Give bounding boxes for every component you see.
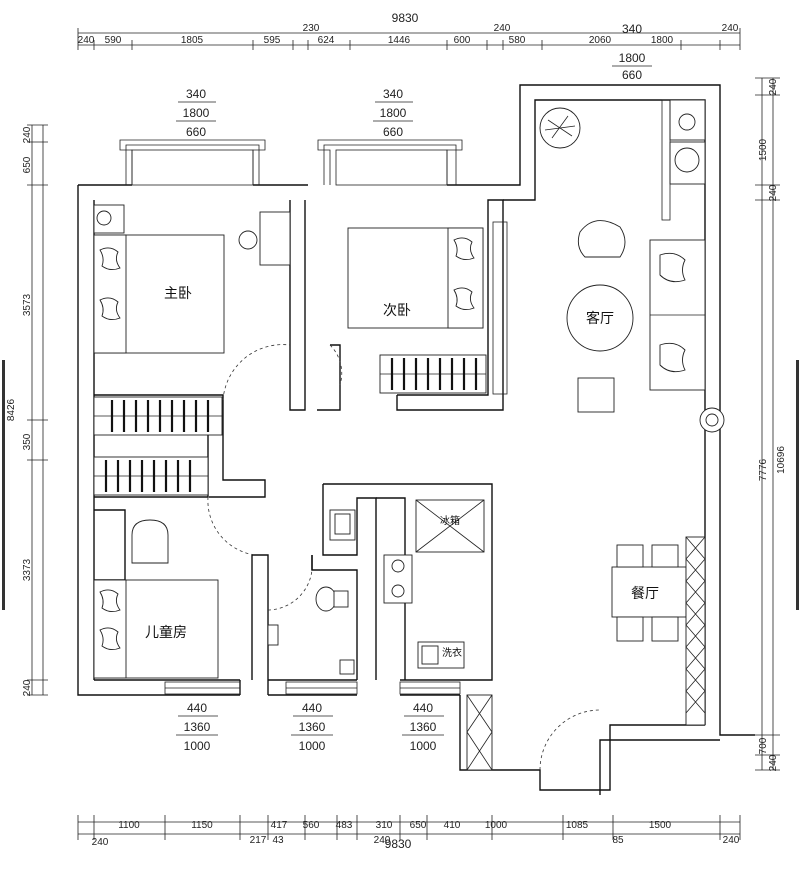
svg-text:1800: 1800 (380, 106, 407, 120)
top-dim-5: 230 (303, 23, 320, 34)
svg-text:240: 240 (723, 835, 740, 846)
living-room: 客厅 (492, 220, 725, 433)
svg-text:1500: 1500 (758, 138, 769, 161)
top-dim-3: 1805 (181, 35, 204, 46)
svg-text:7776: 7776 (758, 458, 769, 481)
outer-walls (77, 84, 755, 795)
top-dim-10: 580 (509, 35, 526, 46)
svg-text:1800: 1800 (183, 106, 210, 120)
master-nightstand (93, 204, 291, 266)
svg-text:3373: 3373 (22, 558, 33, 581)
top-dim-2: 590 (105, 35, 122, 46)
svg-text:660: 660 (383, 125, 403, 139)
side-notes (2, 360, 799, 610)
svg-text:1360: 1360 (184, 720, 211, 734)
bottom-dimension-chain: 1100 1150 417 560 483 310 650 410 1000 1… (77, 815, 741, 851)
svg-text:1000: 1000 (299, 739, 326, 753)
svg-text:240: 240 (768, 78, 779, 95)
top-dim-12: 340 (622, 22, 642, 36)
master-bed: 主卧 (93, 234, 225, 354)
top-window-660: 660 (622, 68, 642, 82)
svg-text:240: 240 (374, 835, 391, 846)
svg-text:410: 410 (444, 820, 461, 831)
room-label-second: 次卧 (383, 303, 411, 319)
bottom-window-dims: 440 1360 1000 440 1360 1000 440 1360 100… (176, 701, 444, 753)
svg-text:43: 43 (272, 835, 284, 846)
room-label-master: 主卧 (164, 286, 192, 302)
svg-text:240: 240 (92, 837, 109, 848)
svg-text:240: 240 (768, 184, 779, 201)
svg-text:1000: 1000 (485, 820, 508, 831)
door-swings (207, 344, 601, 771)
total-width-top: 9830 (392, 11, 419, 25)
fridge-label: 冰箱 (440, 514, 460, 527)
right-total: 10696 (776, 446, 787, 474)
left-total: 8426 (6, 398, 17, 421)
bay-window-second (317, 139, 463, 186)
svg-text:440: 440 (187, 701, 207, 715)
room-label-living: 客厅 (586, 310, 614, 327)
svg-text:660: 660 (186, 125, 206, 139)
top-dim-1: 240 (78, 35, 95, 46)
svg-text:310: 310 (376, 820, 393, 831)
kitchen: 冰箱 洗衣 (383, 499, 485, 669)
room-label-dining: 餐厅 (631, 586, 659, 602)
svg-text:1360: 1360 (410, 720, 437, 734)
svg-text:417: 417 (271, 820, 288, 831)
svg-text:1360: 1360 (299, 720, 326, 734)
svg-text:340: 340 (383, 87, 403, 101)
washer-label: 洗衣 (442, 646, 462, 659)
svg-text:240: 240 (768, 754, 779, 771)
top-dim-14: 240 (722, 23, 739, 34)
top-dim-11: 2060 (589, 35, 612, 46)
room-label-kids: 儿童房 (145, 624, 187, 641)
svg-text:650: 650 (410, 820, 427, 831)
window-dims-second: 340 1800 660 (373, 87, 413, 139)
svg-text:350: 350 (22, 433, 33, 450)
svg-text:240: 240 (22, 679, 33, 696)
svg-text:240: 240 (22, 126, 33, 143)
top-dim-9: 240 (494, 23, 511, 34)
svg-text:340: 340 (186, 87, 206, 101)
top-dim-8: 600 (454, 35, 471, 46)
svg-text:217: 217 (250, 835, 267, 846)
balcony (539, 99, 706, 221)
top-dim-7: 1446 (388, 35, 411, 46)
window-dims-master: 340 1800 660 (176, 87, 216, 139)
svg-text:1500: 1500 (649, 820, 672, 831)
entry-cabinet (466, 694, 493, 771)
bay-window-master (119, 139, 266, 186)
svg-text:700: 700 (758, 737, 769, 754)
top-dimension-chain: 9830 240 590 1805 595 230 624 1446 600 2… (77, 11, 741, 82)
top-dim-13: 1800 (651, 35, 674, 46)
svg-text:440: 440 (413, 701, 433, 715)
svg-text:1000: 1000 (184, 739, 211, 753)
svg-text:1000: 1000 (410, 739, 437, 753)
svg-text:440: 440 (302, 701, 322, 715)
svg-text:1100: 1100 (118, 820, 140, 831)
corridor-wardrobe (93, 456, 209, 496)
svg-text:650: 650 (22, 156, 33, 173)
kids-room: 儿童房 (93, 519, 219, 679)
master-wardrobe (93, 396, 223, 436)
bottom-windows (164, 681, 461, 695)
right-dimension-chain: 240 1500 240 7776 700 240 10696 (755, 77, 787, 771)
svg-text:9830: 9830 (385, 837, 412, 851)
top-window-1800: 1800 (619, 51, 646, 65)
second-bed: 次卧 (347, 227, 484, 329)
second-wardrobe (379, 354, 487, 394)
top-dim-4: 595 (264, 35, 281, 46)
left-dimension-chain: 240 650 3573 350 3373 240 8426 (6, 124, 48, 696)
svg-text:560: 560 (303, 820, 320, 831)
svg-text:85: 85 (612, 835, 624, 846)
svg-text:3573: 3573 (22, 293, 33, 316)
svg-text:483: 483 (336, 820, 353, 831)
svg-text:1150: 1150 (191, 820, 213, 831)
bathroom (267, 509, 356, 675)
top-dim-6: 624 (318, 35, 335, 46)
dining-area: 餐厅 (611, 536, 706, 726)
svg-text:1085: 1085 (566, 820, 589, 831)
